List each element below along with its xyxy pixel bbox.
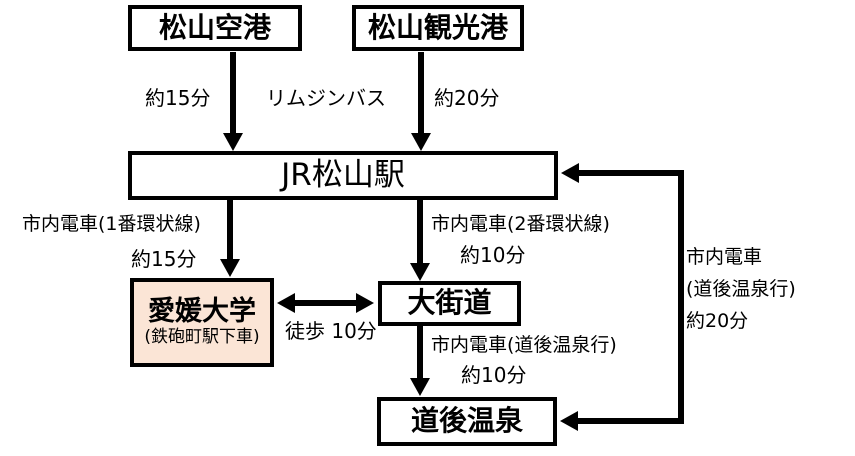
edge-label-tram-loop2-time: 約10分 [460,243,526,267]
node-matsuyama-tourist-port: 松山観光港 [352,5,524,51]
edge-label-airport-bus-time: 約15分 [145,86,211,110]
node-matsuyama-airport-label: 松山空港 [158,10,271,44]
edge-label-tram-loop2: 市内電車(2番環状線) [431,213,610,235]
node-matsuyama-airport: 松山空港 [128,5,302,51]
arrowhead-walk-right [356,293,374,313]
node-matsuyama-tourist-port-label: 松山観光港 [367,10,508,44]
edge-label-tram-return-line3: 約20分 [686,310,749,332]
arrowhead-jr-to-ehime [220,259,240,277]
edge-label-tram-dogo-time: 約10分 [461,363,527,387]
arrowhead-route-bottom [560,411,578,431]
arrow-jr-dogo-route [577,170,684,424]
arrowhead-jr-to-okaido [410,263,430,281]
node-ehime-university-sublabel: (鉄砲町駅下車) [144,327,260,348]
arrowhead-port-to-jr [411,133,431,151]
edge-label-port-bus-time: 約20分 [434,86,500,110]
edge-label-tram-dogo: 市内電車(道後温泉行) [431,334,617,356]
node-ehime-university-label: 愛媛大学 [148,296,256,328]
node-jr-matsuyama-station: JR松山駅 [128,151,558,200]
arrowhead-airport-to-jr [223,133,243,151]
edge-label-tram-loop1-time: 約15分 [131,247,197,271]
node-okaido-label: 大街道 [407,286,492,320]
node-jr-matsuyama-station-label: JR松山駅 [281,157,405,194]
arrowhead-okaido-to-dogo [410,378,430,396]
arrowhead-route-top [561,163,579,183]
node-dogo-onsen-label: 道後温泉 [410,404,523,438]
node-ehime-university: 愛媛大学 (鉄砲町駅下車) [130,278,274,367]
node-dogo-onsen: 道後温泉 [377,397,557,446]
edge-label-tram-loop1: 市内電車(1番環状線) [22,213,201,235]
node-okaido: 大街道 [378,281,521,326]
edge-label-limousine-bus: リムジンバス [266,86,386,110]
edge-label-tram-return-line2: (道後温泉行) [686,278,796,300]
edge-label-tram-return-line1: 市内電車 [686,246,763,268]
arrowhead-walk-left [277,293,295,313]
edge-label-tram-return: 市内電車 (道後温泉行) 約20分 [686,241,796,337]
edge-label-walk-time: 徒歩 10分 [285,319,377,343]
